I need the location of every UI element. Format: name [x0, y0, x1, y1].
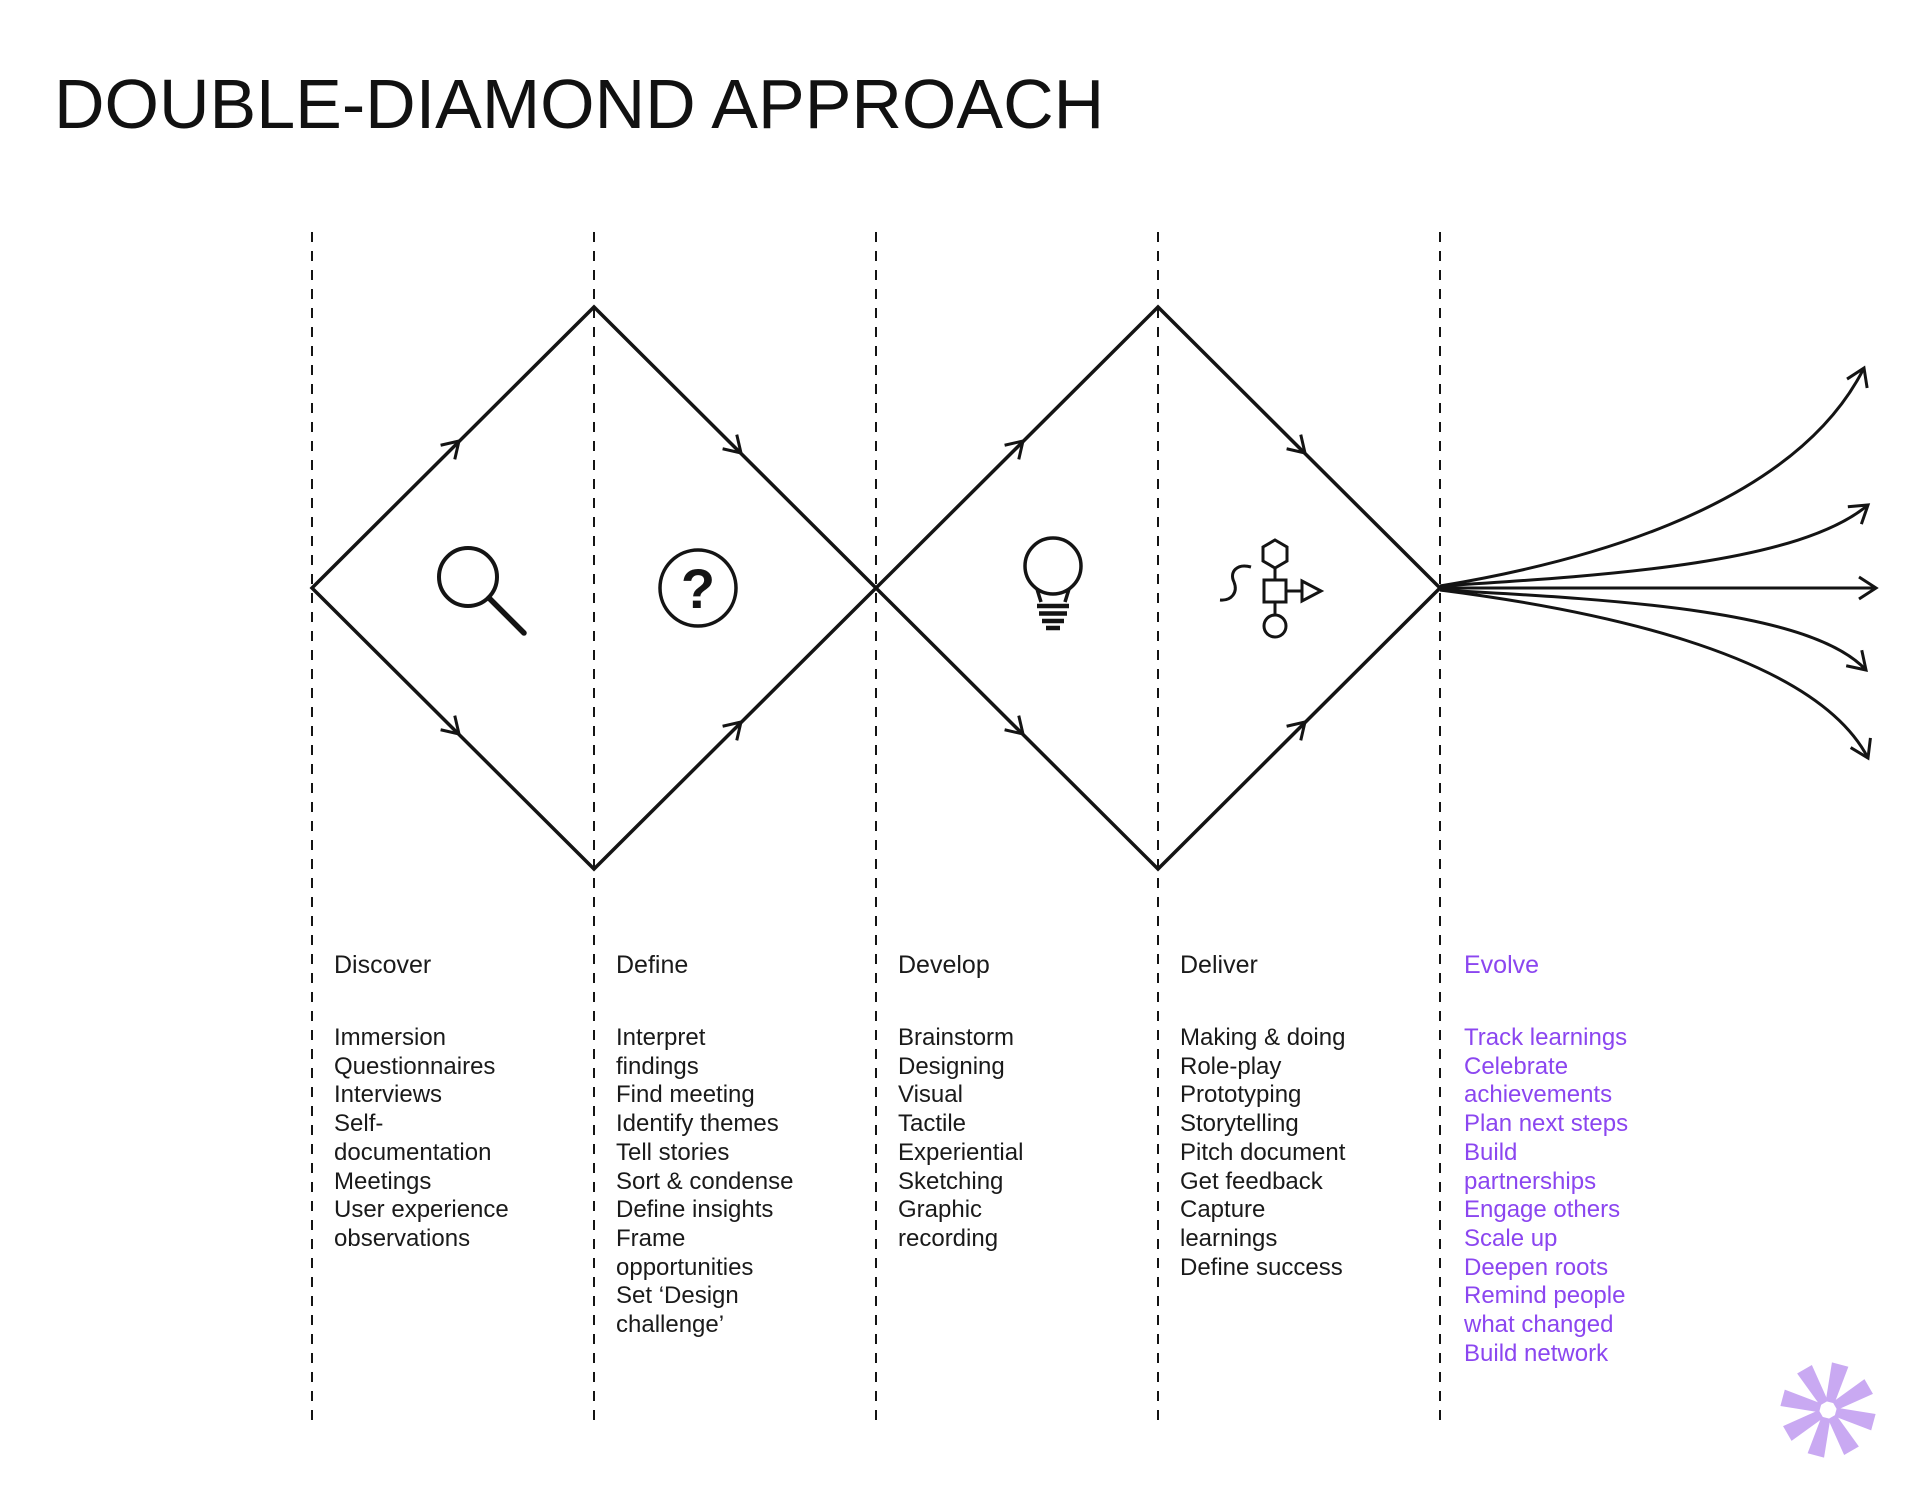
page-title: DOUBLE-DIAMOND APPROACH: [54, 65, 1105, 143]
phase-list-item: Making & doing: [1180, 1024, 1346, 1051]
phase-list-item: Set ‘Design challenge’: [616, 1282, 739, 1339]
arrow-icon: [1858, 575, 1879, 601]
phase-list-item: Find meeting: [616, 1081, 755, 1109]
evolve-fan-arrows: [1439, 365, 1879, 761]
phase-list-item: Sort & condense: [616, 1167, 794, 1195]
fan-arrow-5: [1439, 588, 1870, 759]
arrow-icon: [1004, 715, 1026, 737]
lightbulb-icon: [1023, 536, 1083, 631]
phase-list-item: Self- documentation: [334, 1110, 492, 1166]
phase-list-item: Engage others: [1464, 1196, 1621, 1224]
arrow-icon: [1847, 503, 1871, 525]
phase-list-item: Storytelling: [1180, 1110, 1299, 1138]
arrow-icon: [722, 719, 744, 741]
phase-list-item: Capture learnings: [1180, 1196, 1278, 1252]
arrow-icon: [440, 438, 462, 460]
fan-arrow-2: [1439, 503, 1869, 588]
phase-list-item: Define insights: [616, 1196, 774, 1224]
phase-list-item: Tactile: [898, 1110, 967, 1138]
phase-list-item: Sketching: [898, 1167, 1004, 1195]
phase-list-item: Get feedback: [1180, 1167, 1323, 1195]
phase-list-item: Role-play: [1180, 1052, 1282, 1080]
arrow-icon: [1286, 719, 1308, 741]
phase-list-item: Pitch document: [1180, 1138, 1346, 1166]
phase-list-item: Graphic recording: [898, 1196, 999, 1252]
phase-list-item: Celebrate achievements: [1464, 1052, 1613, 1109]
magnifier-icon: [437, 546, 527, 636]
phase-list-item: Scale up: [1464, 1224, 1558, 1252]
phase-list-item: Identify themes: [616, 1110, 779, 1138]
phase-list-item: Build network: [1464, 1339, 1609, 1367]
phase-label: Define: [616, 951, 689, 979]
fan-arrow-1: [1439, 367, 1866, 588]
question-mark-icon: ?: [658, 548, 738, 628]
phase-list-item: Prototyping: [1180, 1081, 1302, 1109]
phase-list-item: Brainstorm: [898, 1024, 1015, 1051]
phase-list-item: Questionnaires: [334, 1052, 496, 1080]
phase-list-item: Tell stories: [616, 1138, 730, 1166]
phase-list-item: Frame opportunities: [616, 1224, 754, 1281]
asterisk-logo-icon: [1780, 1362, 1876, 1458]
phase-list-item: Interpret findings: [616, 1024, 706, 1080]
diamond-flow-arrows: [440, 434, 1308, 741]
phase-list-item: Experiential: [898, 1138, 1024, 1166]
phase-list-item: Immersion: [334, 1024, 447, 1051]
arrow-icon: [1004, 438, 1026, 460]
flowchart-icon: [1219, 538, 1325, 639]
phase-list-item: Track learnings: [1464, 1024, 1628, 1051]
phase-list-item: Designing: [898, 1052, 1005, 1080]
phase-list-item: Interviews: [334, 1081, 443, 1109]
question-glyph: ?: [681, 557, 715, 620]
phase-list-item: User experience observations: [334, 1196, 509, 1252]
phase-list-item: Deepen roots: [1464, 1253, 1609, 1281]
arrow-icon: [1849, 737, 1872, 761]
phase-list-item: Visual: [898, 1081, 963, 1109]
fan-arrow-4: [1439, 588, 1868, 672]
phase-list-item: Build partnerships: [1464, 1138, 1597, 1195]
phase-label: Develop: [898, 951, 990, 979]
phase-list-item: Meetings: [334, 1167, 432, 1195]
phase-list-item: Plan next steps: [1464, 1110, 1629, 1138]
phase-label: Discover: [334, 951, 432, 979]
phase-list-item: Define success: [1180, 1253, 1343, 1281]
phase-label: Deliver: [1180, 951, 1258, 979]
phase-label: Evolve: [1464, 951, 1540, 979]
arrow-icon: [722, 434, 744, 456]
arrow-icon: [440, 715, 462, 737]
phase-divider-lines: [311, 232, 1441, 1420]
arrow-icon: [1845, 649, 1868, 672]
phase-list-item: Remind people what changed: [1464, 1282, 1626, 1339]
arrow-icon: [1846, 365, 1869, 389]
arrow-icon: [1286, 434, 1308, 456]
